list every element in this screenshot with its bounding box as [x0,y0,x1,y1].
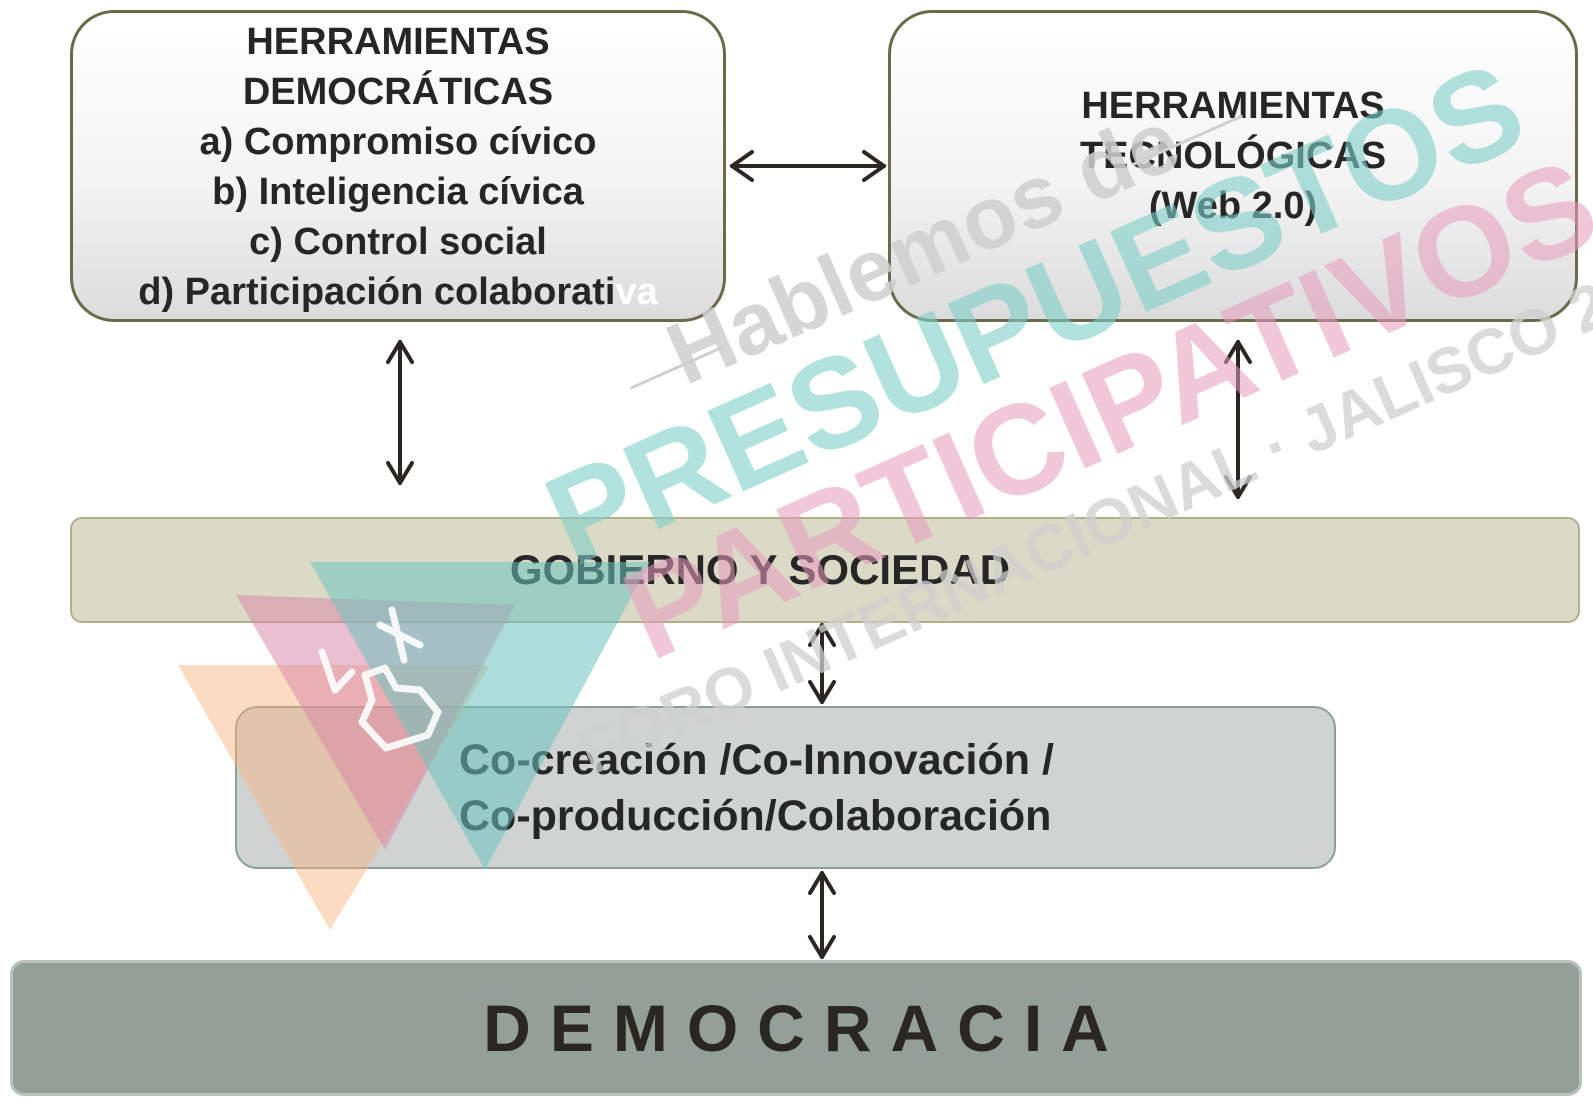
democratic-tool-item-d-faded-text: va [615,271,658,313]
democratic-tool-item-d: d) Participación colaborativa [138,267,658,317]
democracy-band: DEMOCRACIA [10,960,1582,1096]
democratic-tool-item-d-text: d) Participación colaborati [138,271,616,313]
arrow-democratic-government [386,340,414,485]
arrow-government-collaboration [808,623,836,704]
democratic-tool-item-b: b) Inteligencia cívica [212,171,584,213]
democratic-tools-title-line1: HERRAMIENTAS [246,21,550,63]
arrow-collaboration-democracy [808,871,836,959]
democratic-tool-item-c: c) Control social [249,221,547,263]
democratic-tools-title-line2: DEMOCRÁTICAS [242,71,554,113]
arrow-democratic-tech [730,150,886,182]
democracy-label: DEMOCRACIA [483,991,1128,1065]
democratic-tool-item-a: a) Compromiso cívico [199,121,597,163]
tech-tools-title-line3: (Web 2.0) [1148,185,1318,227]
arrow-tech-government [1224,340,1252,499]
democratic-tools-box: HERRAMIENTAS DEMOCRÁTICAS a) Compromiso … [70,10,726,322]
